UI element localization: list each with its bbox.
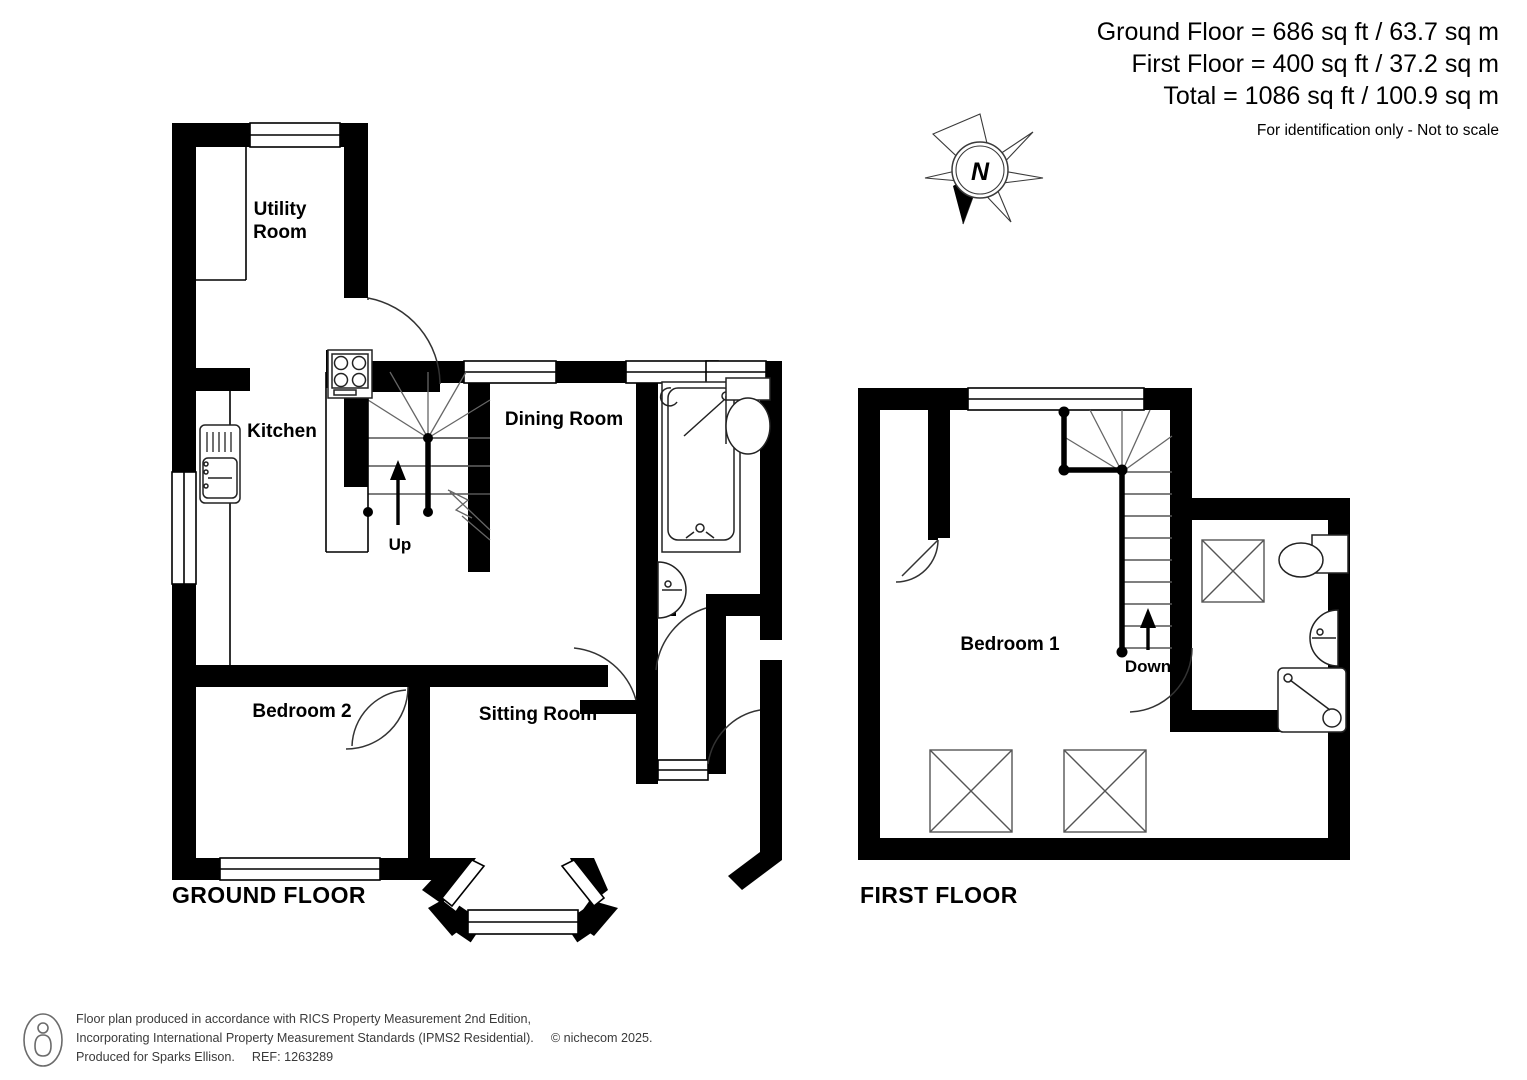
first-floor-doors (895, 539, 1193, 713)
door-hall-sitting (573, 647, 637, 701)
window-hall (657, 759, 709, 781)
door-closet-bedroom1 (895, 539, 939, 583)
footer-copyright: © nichecom 2025. (550, 1031, 653, 1046)
footer-line-3: Produced for Sparks Ellison. REF: 126328… (76, 1048, 653, 1067)
x-box-ensuite (1201, 539, 1265, 603)
door-front (707, 709, 761, 765)
footer-text-block: Floor plan produced in accordance with R… (76, 1010, 653, 1067)
x-box-bedroom-left (929, 749, 1013, 833)
room-label-sitting: Sitting Room (479, 704, 597, 725)
area-summary: Ground Floor = 686 sq ft / 63.7 sq m Fir… (1097, 16, 1499, 141)
footer-producer: Produced for Sparks Ellison. (76, 1050, 235, 1065)
x-box-bedroom-right (1063, 749, 1147, 833)
ground-floor-title: GROUND FLOOR (172, 882, 366, 908)
toilet-icon-ensuite (1278, 534, 1349, 578)
window-bay-left (440, 858, 486, 908)
window-stairs-top (463, 360, 557, 384)
bathroom-fixtures (657, 377, 771, 619)
sink-icon (199, 424, 241, 504)
ground-floor-room-labels: Utility Room Kitchen Dining Room Bedroom… (247, 199, 623, 725)
first-floor-title: FIRST FLOOR (860, 882, 1018, 908)
stair-down-label: Down (1125, 657, 1171, 676)
roof-void-markers (929, 539, 1265, 833)
stair-up-label: Up (389, 535, 412, 554)
window-dining-top (625, 360, 719, 384)
bathtub-icon (659, 381, 741, 553)
shower-tray-icon (1277, 667, 1347, 733)
room-label-bedroom1: Bedroom 1 (960, 634, 1060, 655)
compass-rose-icon: N (915, 112, 1045, 227)
first-floor-walls (858, 388, 1350, 860)
area-first-floor: First Floor = 400 sq ft / 37.2 sq m (1131, 50, 1499, 78)
window-bay-center (467, 909, 579, 935)
window-utility-top (249, 122, 341, 148)
basin-icon-ensuite (1309, 609, 1339, 667)
footer-line-2: Incorporating International Property Mea… (76, 1029, 653, 1048)
ground-floor-windows (171, 122, 767, 935)
toilet-icon (725, 377, 771, 455)
footer: Floor plan produced in accordance with R… (22, 1010, 782, 1068)
first-floor-plan: Down (858, 387, 1350, 860)
room-label-bedroom2: Bedroom 2 (252, 701, 351, 722)
stair-up-arrow-icon (390, 460, 406, 525)
stair-down-arrow-icon (1140, 608, 1156, 650)
ensuite-fixtures (1277, 534, 1349, 733)
person-badge-icon (22, 1012, 64, 1068)
basin-icon (657, 561, 687, 619)
door-hall-dining (655, 607, 707, 671)
footer-line-1: Floor plan produced in accordance with R… (76, 1012, 532, 1026)
ground-floor-doors (345, 297, 761, 765)
room-label-dining: Dining Room (505, 409, 623, 430)
footer-reference: REF: 1263289 (251, 1050, 334, 1065)
room-label-kitchen: Kitchen (247, 421, 317, 442)
area-ground-floor: Ground Floor = 686 sq ft / 63.7 sq m (1096, 18, 1499, 46)
door-bedroom2 (345, 686, 409, 750)
kitchen-fixtures (196, 147, 373, 665)
scale-disclaimer: For identification only - Not to scale (1256, 122, 1499, 139)
window-landing-top (967, 387, 1145, 411)
compass-north-label: N (971, 158, 990, 186)
staircase-down: Down (1058, 406, 1173, 676)
door-utility (367, 297, 441, 385)
door-ensuite (1129, 647, 1193, 713)
ground-floor-walls (172, 123, 782, 943)
window-kitchen-left (171, 471, 197, 585)
room-label-utility-line1: Utility (254, 199, 307, 220)
room-label-utility-line2: Room (253, 222, 307, 243)
area-total: Total = 1086 sq ft / 100.9 sq m (1163, 82, 1499, 110)
footer-line-2a: Incorporating International Property Mea… (76, 1031, 534, 1046)
window-bay-right (560, 858, 606, 908)
window-bedroom2-bottom (219, 857, 381, 881)
ground-floor-plan: Up (171, 122, 782, 943)
first-floor-windows (967, 387, 1145, 411)
hob-icon (327, 349, 373, 399)
